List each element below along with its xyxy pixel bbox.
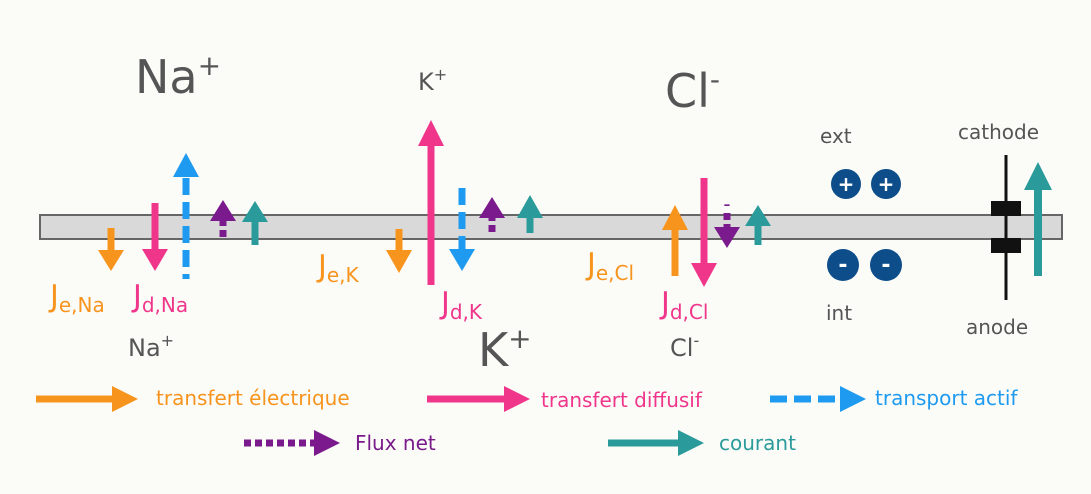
legend-active-label: transport actif	[875, 386, 1018, 410]
plus-sign: +	[878, 172, 895, 196]
ion-label-na-int: Na+	[128, 331, 174, 362]
legend: transfert électrique transfert diffusif …	[36, 386, 1018, 456]
arrow-current-cl	[745, 205, 771, 245]
arrow-net-k	[479, 197, 505, 232]
label-int: int	[826, 301, 852, 325]
label-jd-cl: Jd,Cl	[659, 286, 708, 324]
cl-net-minus: -	[723, 192, 730, 216]
arrow-jd-cl	[691, 178, 717, 287]
positive-charge-2: +	[871, 169, 901, 199]
arrow-active-k	[449, 188, 475, 271]
arrow-je-cl	[662, 205, 688, 276]
ion-label-na-ext: Na+	[135, 49, 221, 104]
legend-current-label: courant	[719, 431, 796, 455]
ion-label-k-ext: K+	[418, 65, 447, 96]
arrow-jd-na	[142, 203, 168, 271]
label-jd-na: Jd,Na	[131, 279, 188, 317]
negative-charge-2: -	[870, 249, 902, 281]
membrane	[39, 214, 1063, 240]
legend-net-label: Flux net	[355, 431, 436, 455]
label-ext: ext	[820, 124, 852, 148]
ion-label-cl-ext: Cl-	[665, 63, 720, 118]
ion-label-k-int: K+	[478, 322, 532, 377]
arrow-je-k	[386, 229, 412, 273]
label-je-cl: Je,Cl	[585, 247, 634, 285]
arrow-active-na	[173, 153, 199, 279]
label-anode: anode	[966, 315, 1028, 339]
arrow-jd-k	[418, 120, 444, 285]
channel-symbol	[991, 155, 1021, 300]
negative-charge-1: -	[827, 249, 859, 281]
minus-sign: -	[881, 253, 890, 278]
arrow-net-cl	[714, 213, 740, 248]
minus-sign: -	[838, 253, 847, 278]
legend-diffusive-label: transfert diffusif	[541, 388, 703, 412]
arrow-current-na	[242, 201, 268, 245]
arrow-je-na	[98, 228, 124, 271]
legend-diffusive-arrow	[427, 386, 530, 412]
positive-charge-1: +	[831, 169, 861, 199]
label-je-k: Je,K	[316, 249, 360, 287]
arrow-current-k	[517, 195, 543, 233]
legend-active-arrow	[770, 386, 866, 412]
label-je-na: Je,Na	[48, 279, 105, 317]
ion-label-cl-int: Cl-	[670, 331, 699, 362]
legend-electric-label: transfert électrique	[156, 386, 350, 410]
label-cathode: cathode	[958, 120, 1039, 144]
arrow-net-na	[210, 200, 236, 237]
legend-electric-arrow	[36, 386, 138, 412]
label-jd-k: Jd,K	[439, 286, 483, 324]
legend-net-arrow	[244, 430, 340, 456]
legend-current-arrow	[608, 430, 704, 456]
plus-sign: +	[838, 172, 855, 196]
arrow-current-electrode	[1024, 162, 1052, 276]
